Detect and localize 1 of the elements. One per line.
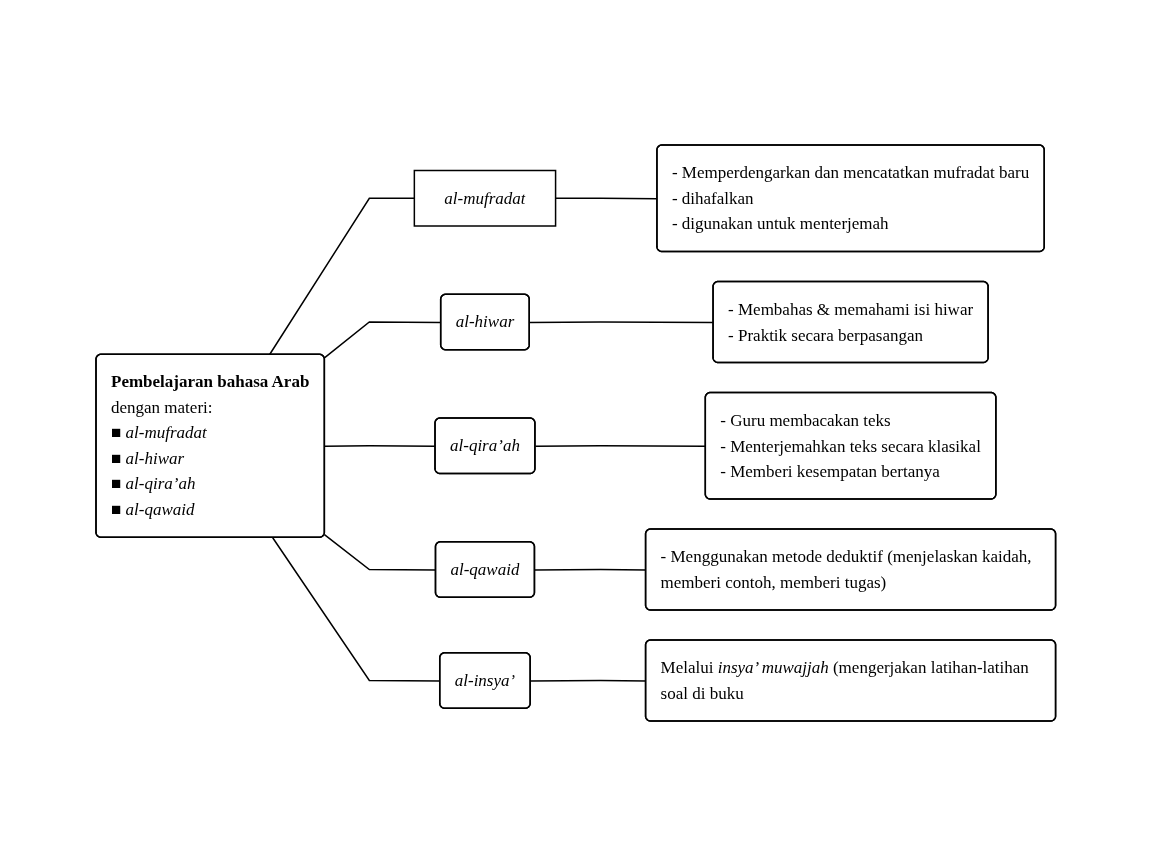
node-box: al-mufradat — [413, 169, 557, 227]
